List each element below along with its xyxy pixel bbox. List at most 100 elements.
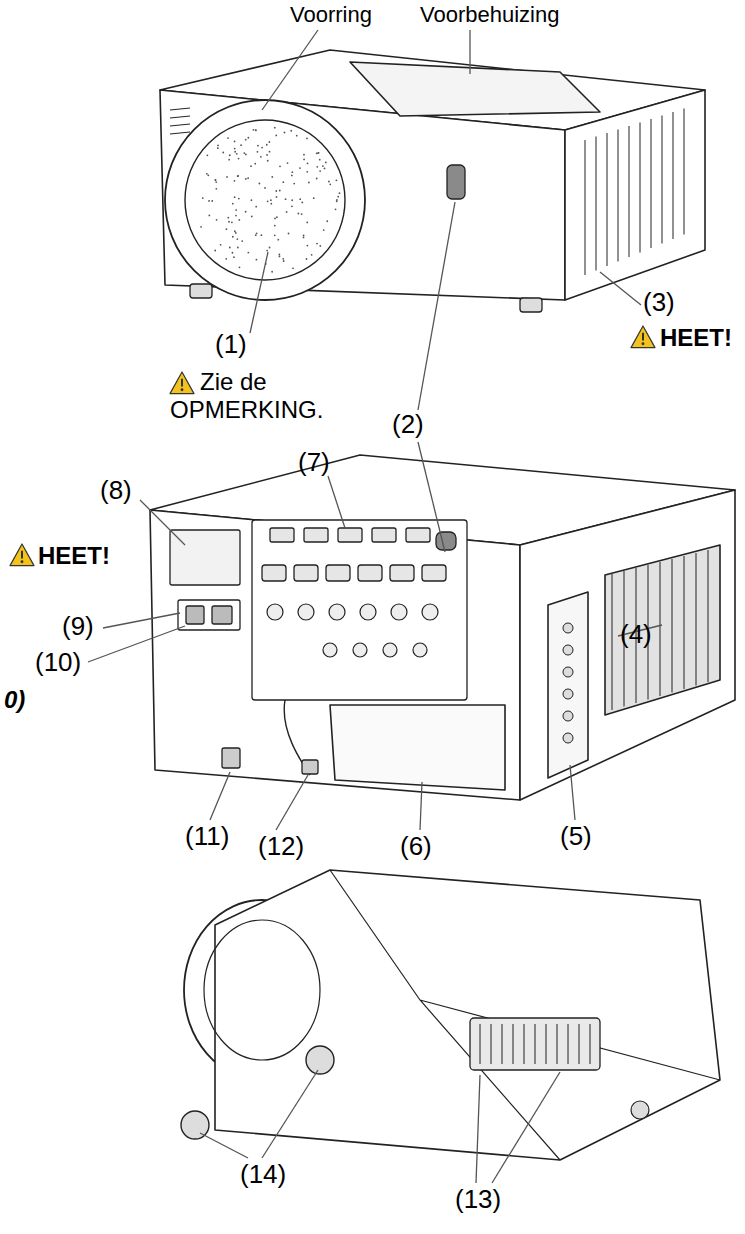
lens-dot (284, 132, 286, 134)
lens-dot (231, 221, 233, 223)
lens-dot (297, 213, 299, 215)
lens-dot (306, 137, 308, 139)
foot (520, 298, 542, 312)
lens-dot (291, 171, 293, 173)
lens-dot (316, 243, 318, 245)
vent-slot (629, 126, 630, 257)
triangle-shape (10, 544, 34, 566)
vent-slot (170, 116, 190, 118)
lens-dot (253, 129, 255, 131)
front-face (160, 90, 565, 300)
leader-line (200, 1133, 248, 1158)
lens-dot (236, 153, 238, 155)
lens-dot (282, 181, 284, 183)
lens-dot (256, 259, 258, 261)
lens-dot (216, 219, 218, 221)
leader-line (103, 613, 180, 628)
lens-dot (267, 200, 269, 202)
filter-slot (502, 1024, 503, 1064)
callout-number: (12) (258, 832, 304, 862)
lens-dot (322, 165, 324, 167)
leader-line (476, 1075, 480, 1183)
port (302, 760, 318, 774)
filter-slot (480, 1024, 481, 1064)
lens-dot (316, 178, 318, 180)
warning-text: HEET! (660, 324, 732, 352)
lens-dot (299, 198, 301, 200)
callout-number: (8) (100, 476, 132, 506)
part-name: Voorring (290, 2, 372, 27)
lens-dot (235, 232, 237, 234)
lens-dot (266, 144, 268, 146)
lens-dot (255, 234, 257, 236)
security-slot (222, 748, 240, 768)
adjuster-foot (306, 1046, 334, 1074)
lens-dot (234, 180, 236, 182)
vent-slot (696, 553, 697, 686)
part-name: Voorbehuizing (420, 2, 559, 27)
connector (413, 643, 427, 657)
lens-dot (215, 188, 217, 190)
lens-dot (243, 152, 245, 154)
lens-dot (261, 147, 263, 149)
callout-number: (14) (240, 1160, 286, 1190)
lens-dot (271, 176, 273, 178)
lens-dot (268, 141, 270, 143)
control-button (563, 711, 573, 721)
leader-line (88, 626, 185, 662)
lens-dot (238, 198, 240, 200)
lens-dot (206, 154, 208, 156)
vent-slot (660, 562, 661, 696)
control-button (563, 689, 573, 699)
filter-slot (579, 1024, 580, 1064)
lens-dot (233, 256, 235, 258)
exclamation-bar (21, 551, 23, 559)
filter-cover (470, 1018, 600, 1070)
lens-dot (260, 156, 262, 158)
connector (422, 604, 438, 620)
filter-slot (535, 1024, 536, 1064)
lens-dot (214, 250, 216, 252)
callout-number: (6) (400, 832, 432, 862)
lens-dot (274, 127, 276, 129)
lens-dot (328, 181, 330, 183)
lens-dot (247, 137, 249, 139)
lens-dot (283, 260, 285, 262)
connector (391, 604, 407, 620)
lens-dot (225, 258, 227, 260)
control-button (563, 667, 573, 677)
lens-dot (214, 179, 216, 181)
lens-dot (238, 158, 240, 160)
connector (323, 643, 337, 657)
connector (422, 565, 446, 581)
callout-number: (5) (560, 822, 592, 852)
lens-dot (316, 166, 318, 168)
lens-dot (202, 197, 204, 199)
lens-dot (299, 167, 301, 169)
vent-slot (585, 140, 586, 275)
lens-dot (336, 200, 338, 202)
leader-line (262, 30, 318, 110)
lens-dot (313, 197, 315, 199)
lens-dot (337, 196, 339, 198)
lens-dot (247, 177, 249, 179)
lens-dot (303, 237, 305, 239)
vent-slot (662, 116, 663, 244)
connector (270, 528, 294, 542)
lens-dot (226, 228, 228, 230)
lens-dot (237, 247, 239, 249)
connector (298, 604, 314, 620)
connector (358, 565, 382, 581)
lens-dot (290, 130, 292, 132)
lens-dot (255, 129, 257, 131)
lens-dot (228, 159, 230, 161)
filter-slot (491, 1024, 492, 1064)
callout-number: (2) (392, 410, 424, 440)
body-outline (215, 870, 720, 1160)
exclamation-dot (21, 560, 24, 563)
lens-dot (276, 196, 278, 198)
lens-dot (245, 139, 247, 141)
lens-dot (303, 154, 305, 156)
lens-dot (227, 217, 229, 219)
lens-dot (267, 160, 269, 162)
